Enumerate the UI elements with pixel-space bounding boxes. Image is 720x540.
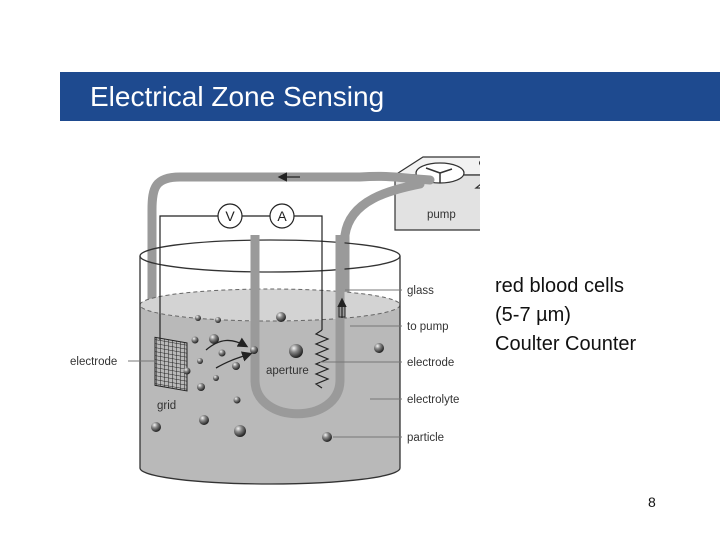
page-number: 8 (648, 494, 656, 510)
to-pump-label: to pump (407, 321, 449, 333)
glass-label: glass (407, 285, 434, 297)
electrolyte-label: electrolyte (407, 394, 459, 406)
note-line-2: (5-7 µm) (495, 304, 571, 326)
particles (151, 312, 384, 442)
grid-label: grid (157, 400, 176, 412)
return-tube (147, 171, 435, 335)
ammeter-label: A (277, 208, 287, 224)
to-pump-tube (340, 179, 425, 325)
voltmeter (217, 203, 243, 229)
voltmeter-label: V (225, 208, 235, 224)
electrode-grid (154, 336, 188, 392)
leader-lines (128, 289, 402, 438)
title-bar: Electrical Zone Sensing (60, 72, 720, 121)
beaker-rim (139, 239, 401, 273)
flow-arrow-2 (215, 351, 253, 369)
note-line-3: Coulter Counter (495, 333, 637, 355)
slide-title: Electrical Zone Sensing (90, 81, 385, 112)
coulter-counter-diagram: V A pump (70, 156, 480, 485)
electrode-left-label: electrode (70, 356, 117, 368)
pump-label: pump (427, 209, 456, 221)
inner-electrode (314, 329, 330, 389)
pump-display (474, 184, 480, 189)
slide-notes: red blood cells (5-7 µm) Coulter Counter (495, 272, 636, 359)
note-line-1: red blood cells (495, 275, 624, 297)
particle-label: particle (407, 432, 444, 444)
aperture-label: aperture (266, 365, 309, 377)
pump-knob-1 (479, 160, 480, 166)
electrolyte (140, 305, 400, 484)
ammeter (269, 203, 295, 229)
glass-tube (250, 235, 345, 419)
circuit (159, 215, 323, 340)
electrode-right-label: electrode (407, 357, 454, 369)
pump-unit (392, 156, 480, 231)
flow-arrow-1 (205, 337, 249, 351)
